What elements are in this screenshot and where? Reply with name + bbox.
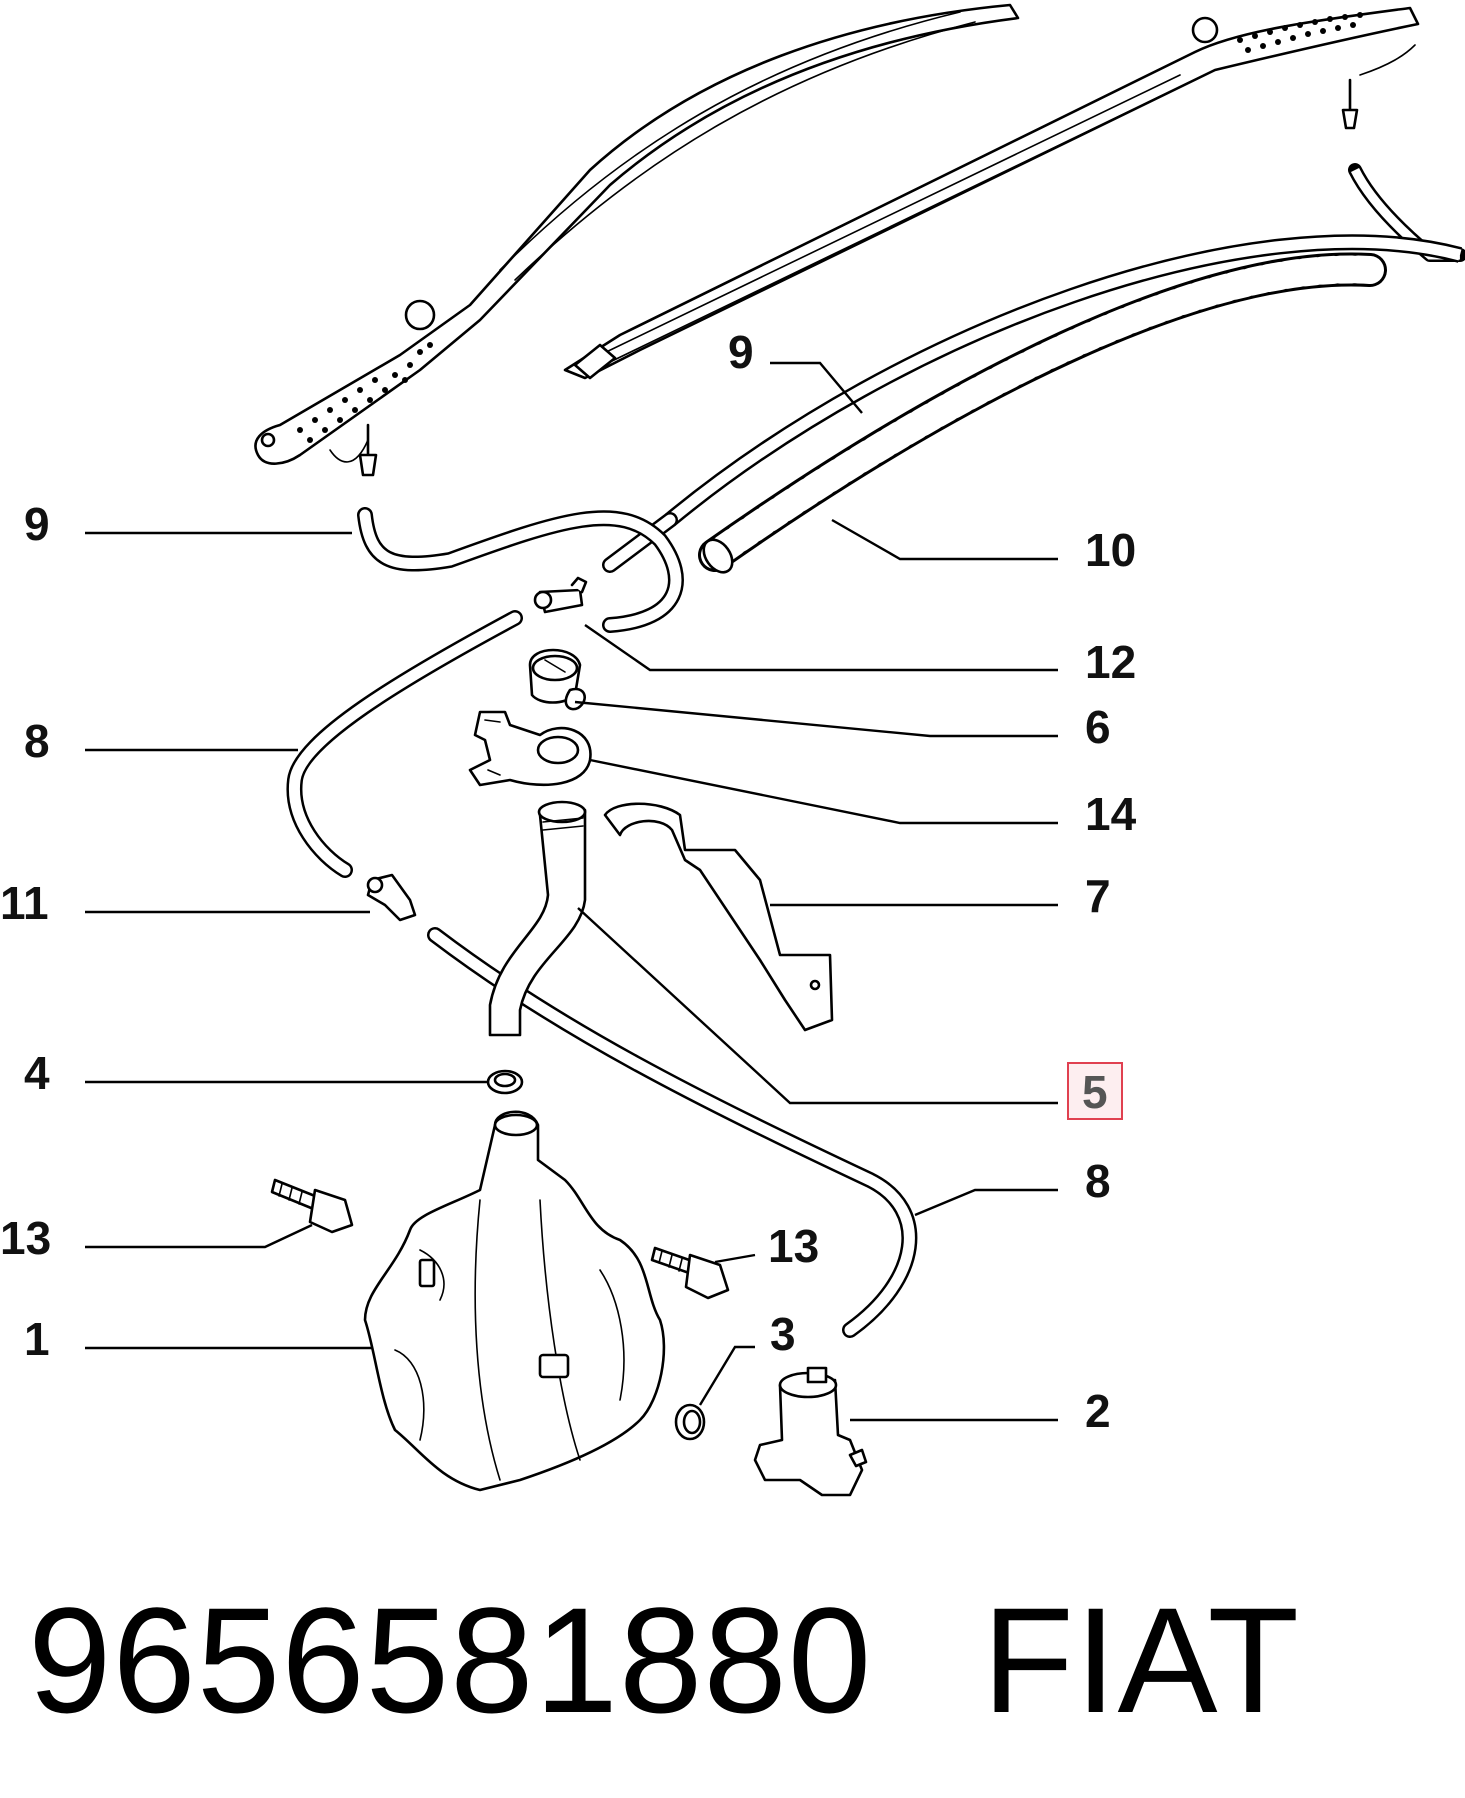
callout-1: 1 <box>24 1313 50 1365</box>
hose-8-left <box>286 610 523 878</box>
hose-9-upper <box>602 163 1465 573</box>
leader-13-left <box>85 1223 313 1249</box>
leader-lines <box>85 361 1058 1422</box>
bracket-14 <box>468 710 592 787</box>
parts-diagram: 9 9 10 12 6 8 14 11 7 4 5 8 13 13 1 3 2 <box>0 3 1465 1497</box>
callout-6: 6 <box>1085 701 1111 753</box>
callout-3: 3 <box>770 1308 796 1360</box>
corrugated-sleeve-10 <box>698 252 1387 574</box>
callout-8-left: 8 <box>24 715 50 767</box>
hose-8-right <box>427 927 918 1338</box>
filler-neck-5 <box>488 800 587 1037</box>
leader-14 <box>589 758 1058 825</box>
leader-13-right <box>714 1253 756 1264</box>
leader-10 <box>831 518 1058 561</box>
bolt-13-right <box>650 1246 730 1300</box>
callout-13-left: 13 <box>0 1212 51 1264</box>
callout-13-right: 13 <box>768 1220 819 1272</box>
bolt-13-left <box>270 1178 354 1234</box>
leader-9-top <box>770 361 863 414</box>
callout-12: 12 <box>1085 636 1136 688</box>
connector-11 <box>366 873 417 922</box>
filler-cap-6 <box>528 648 586 711</box>
wiper-arm-right <box>563 6 1420 380</box>
hose-9-loop <box>357 507 684 633</box>
callout-8-right: 8 <box>1085 1155 1111 1207</box>
bracket-7 <box>603 802 834 1032</box>
leader-6 <box>574 700 1058 738</box>
callout-5: 5 <box>1082 1066 1108 1118</box>
t-connector-12 <box>533 576 588 614</box>
leader-5 <box>577 907 1058 1105</box>
part-number: 9656581880 <box>28 1576 873 1744</box>
callout-14: 14 <box>1085 788 1137 840</box>
callout-10: 10 <box>1085 524 1136 576</box>
grommet-3 <box>674 1403 706 1441</box>
reservoir-1 <box>363 1110 666 1492</box>
footer: 9656581880 FIAT <box>28 1565 1428 1755</box>
callout-labels: 9 9 10 12 6 8 14 11 7 4 5 8 13 13 1 3 2 <box>0 326 1137 1437</box>
callout-5-highlight-box <box>1067 1062 1123 1120</box>
callout-7: 7 <box>1085 870 1111 922</box>
callout-4: 4 <box>24 1047 50 1099</box>
callout-11: 11 <box>0 877 49 929</box>
callout-9-top: 9 <box>728 326 754 378</box>
brand-name: FIAT <box>982 1576 1301 1744</box>
callout-2: 2 <box>1085 1385 1111 1437</box>
seal-4 <box>486 1069 524 1095</box>
leader-12 <box>584 624 1058 672</box>
leader-8-right <box>914 1188 1058 1217</box>
pump-2 <box>753 1366 868 1497</box>
wiper-arm-left <box>254 3 1020 477</box>
callout-9-left: 9 <box>24 498 50 550</box>
leader-3 <box>698 1345 755 1406</box>
